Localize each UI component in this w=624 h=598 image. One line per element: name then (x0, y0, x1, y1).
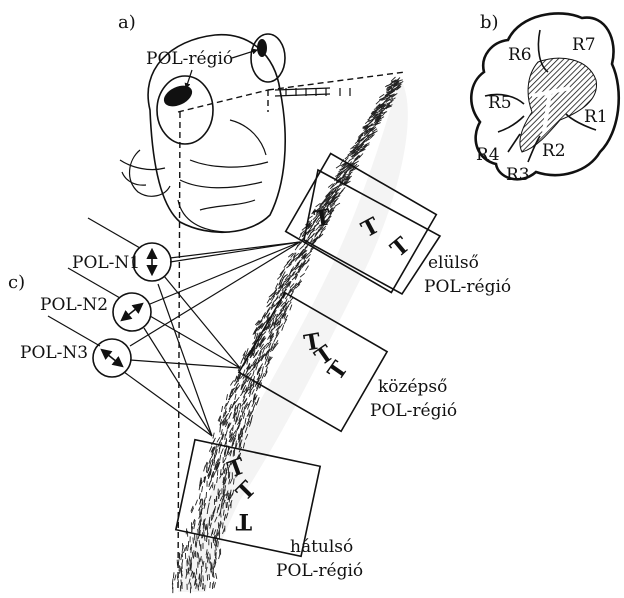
cell-label-r2: R2 (542, 141, 566, 161)
neuron-label-pol-n3: POL-N3 (20, 343, 88, 363)
ommatidium-cross-section: R6 R7 R5 R1 R4 R2 R3 (471, 13, 618, 185)
cell-label-r3: R3 (506, 165, 530, 185)
cell-label-r6: R6 (508, 45, 532, 65)
region-front-label-line1: elülső (428, 253, 479, 273)
region-rear-label-line1: hátulsó (290, 537, 353, 557)
pol-region-head-label: POL-régió (146, 49, 233, 69)
rhabdom (520, 58, 597, 152)
cell-label-r7: R7 (572, 35, 596, 55)
cricket-head-drawing: POL-régió (120, 34, 350, 232)
panel-a-label: a) (118, 12, 136, 33)
panel-c-label: c) (8, 272, 25, 293)
region-middle-label-line1: középső (378, 377, 447, 397)
region-rear-label-line2: POL-régió (276, 561, 363, 581)
neuron-label-pol-n2: POL-N2 (40, 295, 108, 315)
neuron-pol-n3 (93, 339, 131, 377)
cell-label-r4: R4 (476, 145, 500, 165)
cell-label-r5: R5 (488, 93, 512, 113)
region-front-label-line2: POL-régió (424, 277, 511, 297)
cell-label-r1: R1 (584, 107, 608, 127)
svg-text:T: T (235, 508, 252, 534)
region-middle-label-line2: POL-régió (370, 401, 457, 421)
panel-b-label: b) (480, 12, 499, 33)
neuron-label-pol-n1: POL-N1 (72, 253, 140, 273)
pol-area-right (257, 39, 267, 57)
neuron-pol-n2 (113, 293, 151, 331)
svg-text:T: T (312, 204, 333, 233)
